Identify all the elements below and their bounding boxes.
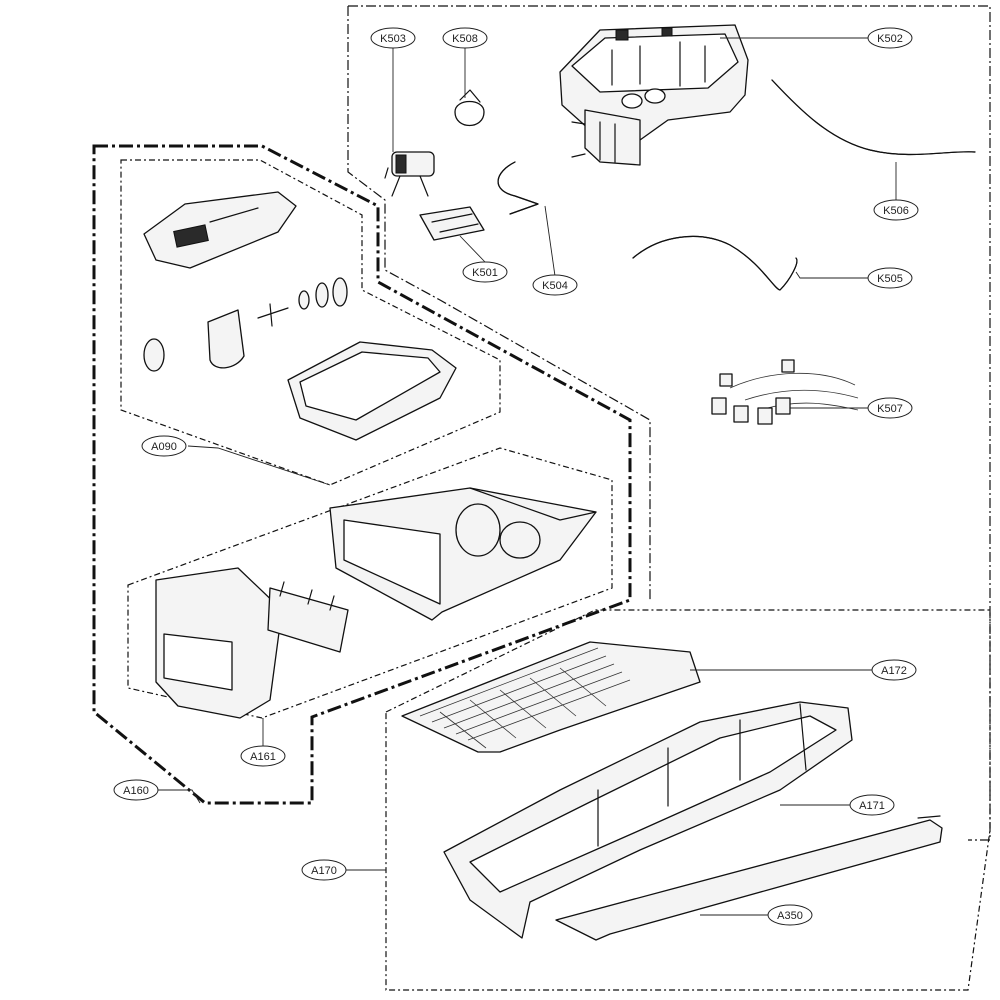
callout-a171: A171 — [849, 794, 895, 816]
callout-a350: A350 — [767, 904, 813, 926]
callout-k507: K507 — [867, 397, 913, 419]
callout-k501: K501 — [462, 261, 508, 283]
callout-k501-text: K501 — [472, 267, 498, 279]
a090-ring-part — [143, 338, 165, 372]
k501-bracket-part — [419, 206, 485, 241]
leader-lines — [158, 37, 897, 916]
k505-hose-part — [632, 235, 798, 291]
callout-a171-text: A171 — [859, 800, 885, 812]
k507-wire-harness-part — [711, 359, 859, 425]
callout-k508-text: K508 — [452, 33, 478, 45]
callout-k504-text: K504 — [542, 280, 568, 292]
callout-a161-text: A161 — [250, 751, 276, 763]
callout-a170-text: A170 — [311, 865, 337, 877]
callout-k502-text: K502 — [877, 33, 903, 45]
a090-cap-cover-part — [143, 191, 297, 269]
k-group-boundary — [347, 5, 991, 841]
a161-drawer-front-part — [155, 567, 283, 719]
a172-grille-cover-part — [401, 641, 701, 753]
a350-rail-part — [555, 815, 943, 941]
callout-k505: K505 — [867, 267, 913, 289]
a160-group-boundary — [92, 144, 632, 805]
callout-k508: K508 — [442, 27, 488, 49]
callout-k506-text: K506 — [883, 205, 909, 217]
callout-a160: A160 — [113, 779, 159, 801]
a170-group-boundary — [385, 609, 991, 991]
a160-drawer-body-part — [329, 487, 597, 621]
callout-k504: K504 — [532, 274, 578, 296]
a160-bracket-part — [267, 581, 349, 653]
k508-clamp-part — [454, 89, 485, 126]
k506-hose-part — [771, 79, 976, 156]
callout-k506: K506 — [873, 199, 919, 221]
a090-tray-part — [287, 341, 457, 441]
a090-small-parts — [257, 277, 348, 327]
callout-a170: A170 — [301, 859, 347, 881]
callout-k507-text: K507 — [877, 403, 903, 415]
k503-valve-part — [384, 151, 435, 197]
a171-housing-part — [443, 701, 853, 939]
k502-housing-part — [559, 24, 749, 166]
callout-k503-text: K503 — [380, 33, 406, 45]
callout-a090: A090 — [141, 435, 187, 457]
a090-group-boundary — [120, 159, 501, 486]
a161-group-boundary — [127, 447, 613, 719]
callout-a160-text: A160 — [123, 785, 149, 797]
callout-k502: K502 — [867, 27, 913, 49]
a090-elbow-part — [207, 309, 245, 369]
callout-a350-text: A350 — [777, 910, 803, 922]
callout-a090-text: A090 — [151, 441, 177, 453]
callout-a161: A161 — [240, 745, 286, 767]
callout-k505-text: K505 — [877, 273, 903, 285]
callout-a172-text: A172 — [881, 665, 907, 677]
callout-k503: K503 — [370, 27, 416, 49]
callout-a172: A172 — [871, 659, 917, 681]
